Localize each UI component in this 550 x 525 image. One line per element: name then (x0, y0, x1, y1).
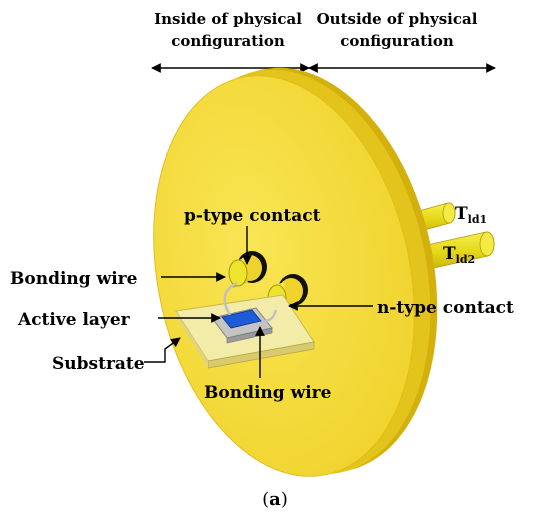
label-bonding-wire-bottom: Bonding wire (204, 383, 332, 403)
inside-header-line2: configuration (171, 32, 285, 50)
p-type-contact-pin (228, 251, 267, 288)
label-n-type-contact: n-type contact (377, 298, 514, 318)
label-t-ld2: Tld2 (443, 244, 475, 266)
outside-header-line1: Outside of physical (317, 10, 478, 28)
label-p-type-contact: p-type contact (184, 206, 321, 226)
outside-header-line2: configuration (340, 32, 454, 50)
leader-substrate (144, 337, 181, 363)
inside-header-line1: Inside of physical (154, 10, 302, 28)
disk-header (153, 67, 438, 477)
label-t-ld1: Tld1 (455, 204, 487, 226)
bonding-wire-n (263, 309, 278, 324)
label-substrate: Substrate (52, 354, 145, 374)
figure-caption: (a) (262, 489, 288, 510)
label-bonding-wire-left: Bonding wire (10, 269, 138, 289)
bonding-wire-p (223, 281, 238, 316)
label-active-layer: Active layer (17, 310, 131, 330)
